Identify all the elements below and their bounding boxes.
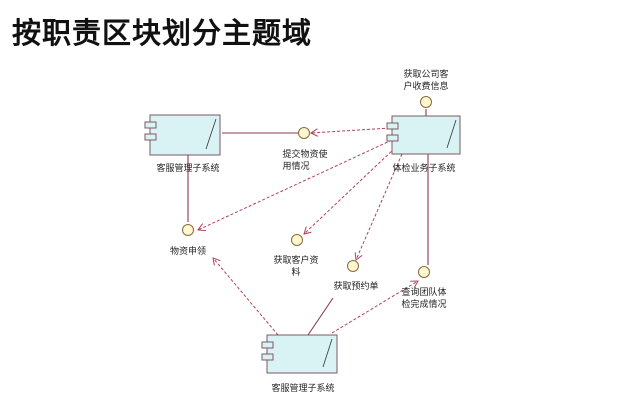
interface-label-line1: 获取公司客 xyxy=(403,68,448,80)
interface-label-line1: 提交物资使 xyxy=(282,148,327,160)
component-customer-service-top[interactable]: 客服管理子系统 xyxy=(144,114,221,174)
component-label: 客服管理子系统 xyxy=(156,162,219,174)
interface-lollipop-icon xyxy=(347,260,359,272)
dep-cs-bottom-to-material-request xyxy=(213,258,279,336)
interface-get-booking[interactable]: 获取预约单 xyxy=(333,260,379,293)
dep-exam-to-booking xyxy=(356,153,403,260)
interface-submit-material[interactable]: 提交物资使 用情况 xyxy=(282,127,328,173)
component-physical-exam[interactable]: 体检业务子系统 xyxy=(386,115,461,174)
interface-label: 获取预约单 xyxy=(333,280,378,292)
component-tab-icon xyxy=(144,121,157,129)
dep-cs-bottom-to-query-group xyxy=(331,281,418,334)
component-customer-service-bottom[interactable]: 客服管理子系统 xyxy=(261,334,338,394)
interface-get-company-fee[interactable]: 获取公司客 户收费信息 xyxy=(403,68,449,108)
component-tab-icon xyxy=(261,341,274,349)
interface-label-line1: 查询团队体 xyxy=(401,286,446,298)
component-tab-icon xyxy=(386,122,399,130)
component-stroke-icon xyxy=(322,338,333,368)
interface-label-line2: 检完成情况 xyxy=(401,298,446,310)
interface-label-line2: 户收费信息 xyxy=(403,80,448,92)
component-stroke-icon xyxy=(446,119,457,149)
page-title: 按职责区块划分主题域 xyxy=(12,16,313,50)
dep-exam-to-submit-material xyxy=(311,127,391,133)
interface-lollipop-icon xyxy=(418,266,430,278)
interface-material-request[interactable]: 物资申领 xyxy=(170,224,206,258)
interface-lollipop-icon xyxy=(420,96,432,108)
realization-lines xyxy=(187,109,429,336)
dep-exam-to-material-request xyxy=(198,139,393,230)
dependency-arrows xyxy=(198,127,418,336)
interface-lollipop-icon xyxy=(182,224,194,236)
interface-get-customer-info[interactable]: 获取客户资 料 xyxy=(273,234,319,279)
interface-lollipop-icon xyxy=(298,127,310,139)
interface-label-line1: 获取客户资 xyxy=(273,254,318,266)
component-stroke-icon xyxy=(205,118,217,150)
interface-label-line2: 料 xyxy=(291,266,300,278)
interface-lollipop-icon xyxy=(291,234,303,246)
dep-exam-to-customer-info xyxy=(304,147,396,234)
interface-label-line2: 用情况 xyxy=(282,160,309,172)
component-tab-icon xyxy=(144,133,157,141)
component-tab-icon xyxy=(261,353,274,361)
component-label: 体检业务子系统 xyxy=(392,162,455,174)
interface-query-group-exam[interactable]: 查询团队体 检完成情况 xyxy=(401,266,447,311)
interface-label: 物资申领 xyxy=(170,245,206,257)
component-tab-icon xyxy=(386,134,399,142)
link-cs-bottom-to-customer-info xyxy=(307,297,334,336)
component-label: 客服管理子系统 xyxy=(271,382,334,394)
